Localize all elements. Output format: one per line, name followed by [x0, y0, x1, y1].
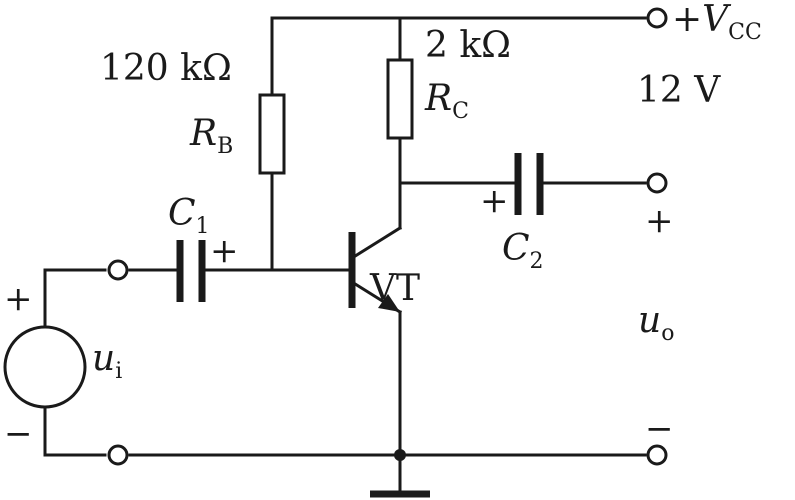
source-plus-label: +: [4, 279, 33, 319]
collector-lead: [349, 225, 403, 261]
input-terminal-top: [107, 259, 129, 281]
vcc-value-label: 12 V: [637, 70, 721, 111]
wires: [43, 16, 647, 494]
vcc-terminal: [646, 7, 668, 29]
c1-polarity-label: +: [210, 231, 239, 271]
c1-name-label: C1: [168, 193, 210, 239]
transistor-label: VT: [369, 268, 420, 309]
output-terminal-bottom: [646, 444, 668, 466]
resistor-rb: [258, 93, 286, 175]
capacitor-c2: [514, 153, 544, 215]
emitter-arrow-icon: [378, 294, 400, 312]
junction-dot: [394, 449, 406, 461]
output-name-label: uo: [638, 300, 674, 346]
source-minus-label: −: [4, 414, 33, 454]
output-terminal-top: [646, 172, 668, 194]
source-name-label: ui: [92, 338, 122, 384]
capacitor-c1: [176, 240, 206, 302]
input-terminal-bottom: [107, 444, 129, 466]
output-plus-label: +: [645, 201, 674, 241]
rc-name-label: RC: [424, 78, 469, 124]
rc-value-label: 2 kΩ: [425, 25, 511, 66]
c2-polarity-label: +: [480, 181, 509, 221]
output-minus-label: −: [645, 409, 674, 449]
rb-name-label: RB: [189, 113, 233, 159]
voltage-source-ui: [3, 325, 87, 409]
vcc-label: +VCC: [672, 0, 762, 45]
rb-value-label: 120 kΩ: [100, 48, 232, 89]
transistor-vt: [348, 225, 403, 315]
resistor-rc: [386, 58, 414, 140]
c2-name-label: C2: [502, 228, 544, 274]
